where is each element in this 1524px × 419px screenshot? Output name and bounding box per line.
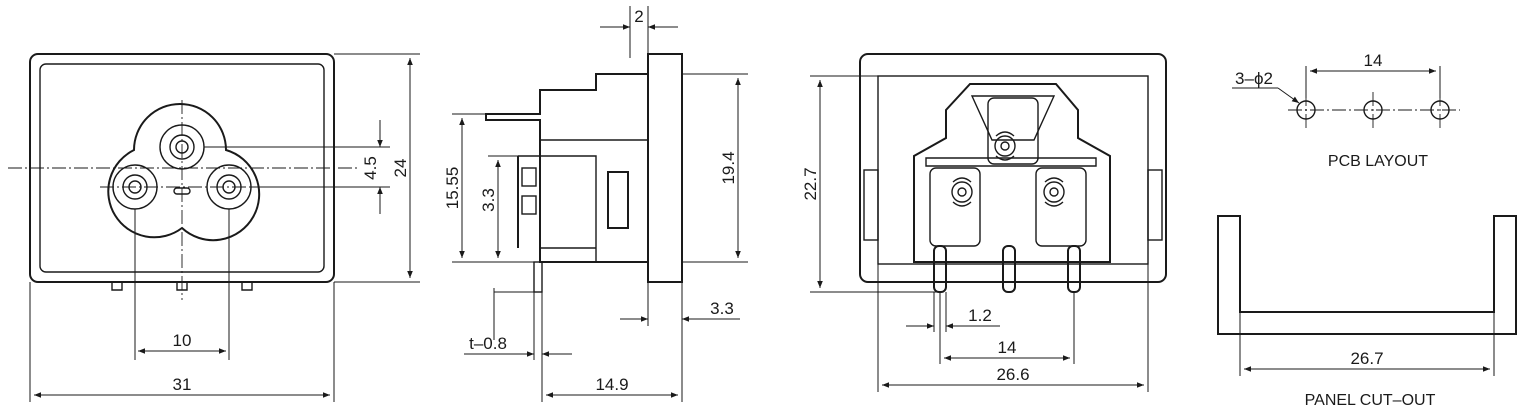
pcb-layout-caption: PCB LAYOUT: [1328, 153, 1428, 170]
panel-dimensions: [1239, 312, 1495, 376]
side-dim-total-depth: 14.9: [595, 375, 628, 394]
panel-cutout-caption: PANEL CUT–OUT: [1305, 392, 1436, 409]
rear-dim-pin-spacing: 14: [998, 338, 1017, 357]
front-view-dimensions: [29, 53, 420, 402]
rear-view-dimensions: [810, 75, 1149, 392]
front-dim-width: 31: [173, 375, 192, 394]
side-dim-body-height: 19.4: [719, 151, 738, 184]
pcb-hole-spec: 3–ϕ2: [1235, 69, 1273, 88]
pcb-dimensions: [1232, 66, 1441, 104]
front-view-centerlines: [8, 100, 360, 300]
side-dim-tab-thickness: 2: [634, 7, 643, 26]
front-view: 24 4.5 10 31: [8, 53, 420, 402]
pcb-layout: 14 3–ϕ2 PCB LAYOUT: [1232, 51, 1460, 170]
pcb-dim-spacing: 14: [1364, 51, 1383, 70]
side-dim-depth: 15.55: [443, 167, 462, 210]
panel-cutout: 26.7 PANEL CUT–OUT: [1217, 215, 1517, 409]
pcb-holes: [1288, 92, 1460, 128]
rear-view: 22.7 1.2 14 26.6: [801, 53, 1167, 392]
side-view-dimensions: [452, 6, 748, 402]
side-view-body: [485, 53, 683, 293]
rear-view-body: [859, 53, 1167, 293]
front-dim-offset: 4.5: [361, 156, 380, 180]
rear-dim-pin-width: 1.2: [968, 306, 992, 325]
side-dim-flange-gap: 3.3: [710, 299, 734, 318]
front-dim-pin-spacing: 10: [173, 331, 192, 350]
side-view: 2 15.55 3.3 19.4 3.3 t–0.8 14.9: [443, 6, 748, 402]
rear-dim-width: 26.6: [996, 365, 1029, 384]
front-dim-height: 24: [391, 159, 410, 178]
side-dim-sheet-thickness: t–0.8: [469, 334, 507, 353]
rear-dim-height: 22.7: [801, 167, 820, 200]
panel-dim-width: 26.7: [1350, 349, 1383, 368]
side-dim-pin-offset: 3.3: [479, 188, 498, 212]
